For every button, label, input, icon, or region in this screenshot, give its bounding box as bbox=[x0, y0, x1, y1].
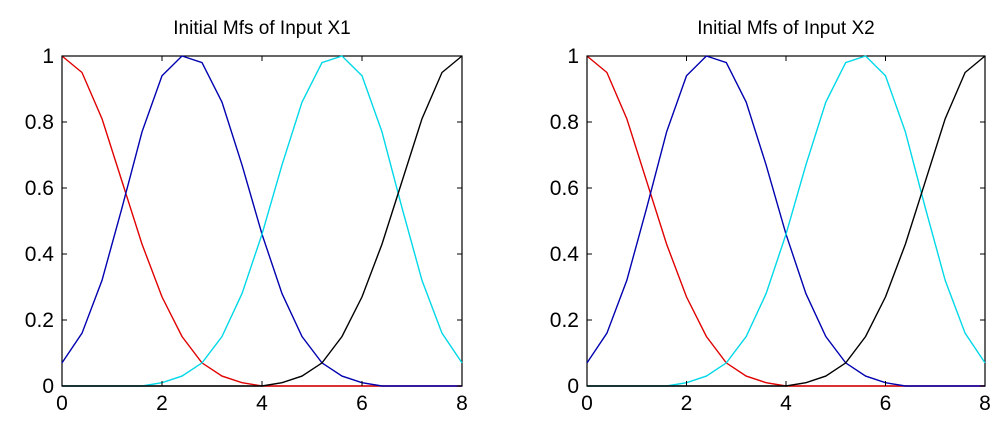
x-tick-label: 8 bbox=[979, 392, 991, 415]
y-tick-label: 0.6 bbox=[550, 177, 579, 200]
y-tick-label: 0.2 bbox=[25, 309, 54, 332]
tick-group: 0 2 4 6 8 0 0.2 0.4 0.6 0.8 1 bbox=[25, 45, 468, 415]
x-tick-label: 0 bbox=[581, 392, 593, 415]
y-tick-label: 0.4 bbox=[25, 243, 55, 266]
x-tick-label: 2 bbox=[681, 392, 693, 415]
y-tick-label: 0.4 bbox=[550, 243, 580, 266]
chart-title: Initial Mfs of Input X1 bbox=[173, 18, 350, 39]
y-tick-label: 0 bbox=[567, 375, 579, 398]
x-tick-label: 4 bbox=[780, 392, 792, 415]
y-tick-label: 0.6 bbox=[25, 177, 54, 200]
tick-group: 0 2 4 6 8 0 0.2 0.4 0.6 0.8 1 bbox=[550, 45, 991, 415]
x-tick-label: 6 bbox=[356, 392, 368, 415]
x-tick-label: 6 bbox=[880, 392, 892, 415]
x-tick-label: 0 bbox=[56, 392, 68, 415]
axes-box bbox=[586, 55, 986, 387]
y-tick-label: 0.8 bbox=[550, 111, 579, 134]
x-tick-label: 2 bbox=[156, 392, 168, 415]
y-tick-label: 0.2 bbox=[550, 309, 579, 332]
y-tick-label: 0 bbox=[42, 375, 54, 398]
y-tick-label: 1 bbox=[42, 45, 54, 68]
axes-box bbox=[61, 55, 463, 387]
x-tick-label: 4 bbox=[256, 392, 268, 415]
y-tick-label: 0.8 bbox=[25, 111, 54, 134]
x-tick-label: 8 bbox=[456, 392, 468, 415]
chart-title: Initial Mfs of Input X2 bbox=[697, 18, 874, 39]
y-tick-label: 1 bbox=[567, 45, 579, 68]
